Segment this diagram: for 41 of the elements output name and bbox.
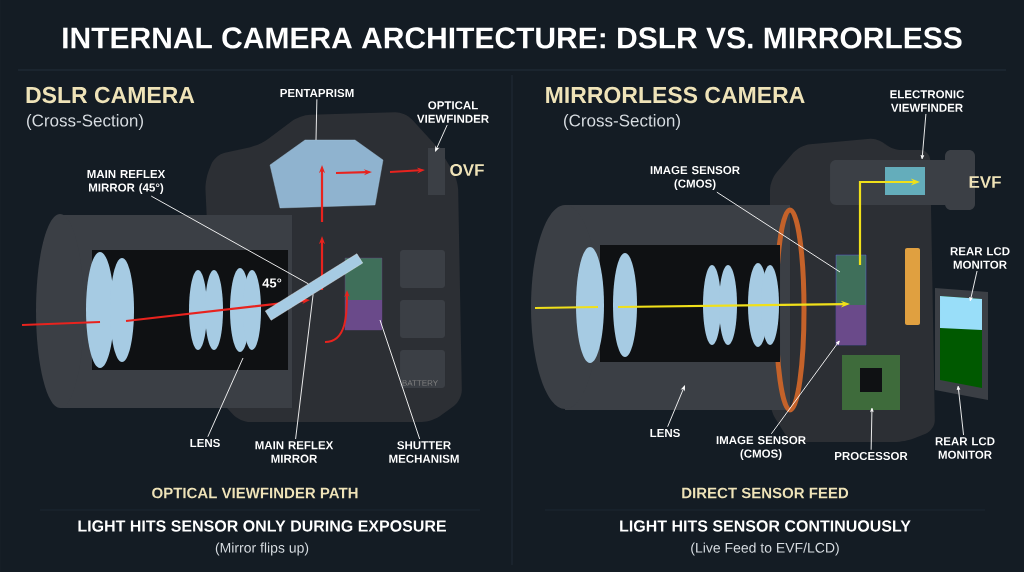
part-label: ELECTRONIC VIEWFINDER xyxy=(890,90,965,112)
part-label: OPTICAL VIEWFINDER xyxy=(417,101,489,123)
part-label: MAIN REFLEX MIRROR xyxy=(255,441,334,463)
subtitle: (Cross-Section) xyxy=(564,114,680,130)
leader-line xyxy=(150,195,309,285)
part-label: SHUTTER MECHANISM xyxy=(389,441,459,463)
subtitle: (Cross-Section) xyxy=(27,114,143,130)
section-heading: DSLR CAMERA xyxy=(26,86,195,104)
part-label: MAIN REFLEX MIRROR (45°) xyxy=(87,170,166,194)
angle-label: 45° xyxy=(261,277,283,289)
part-label: REAR LCD MONITOR xyxy=(950,247,1010,269)
viewfinder-label: OVF xyxy=(450,163,484,176)
part-label: REAR LCD MONITOR xyxy=(935,437,995,459)
part-label: PROCESSOR xyxy=(835,451,908,461)
battery-label: BATTERY xyxy=(402,380,438,386)
leader-line xyxy=(716,191,841,273)
leader-line xyxy=(667,385,685,428)
caption-text: LIGHT HITS SENSOR ONLY DURING EXPOSURE xyxy=(78,520,446,532)
leader-line xyxy=(969,270,978,302)
part-label: IMAGE SENSOR (CMOS) xyxy=(716,436,806,460)
part-label: PENTAPRISM xyxy=(280,88,354,98)
caption-note: (Mirror flips up) xyxy=(215,542,309,556)
part-label: LENS xyxy=(190,438,220,448)
part-label: IMAGE SENSOR (CMOS) xyxy=(650,166,740,190)
section-heading: MIRRORLESS CAMERA xyxy=(546,86,805,104)
part-label: LENS xyxy=(650,428,680,438)
leader-line xyxy=(207,357,244,438)
leader-line xyxy=(435,124,448,152)
caption-note: (Live Feed to EVF/LCD) xyxy=(691,542,839,556)
caption-text: LIGHT HITS SENSOR CONTINUOUSLY xyxy=(620,520,911,532)
viewfinder-label: EVF xyxy=(969,176,1001,188)
caption-heading: OPTICAL VIEWFINDER PATH xyxy=(152,487,358,499)
leader-line xyxy=(315,98,318,141)
leader-line xyxy=(956,385,964,436)
leader-line xyxy=(295,293,314,440)
leader-line xyxy=(379,319,421,440)
leader-line xyxy=(770,340,840,435)
title: INTERNAL CAMERA ARCHITECTURE: DSLR VS. MIRRORLESS xyxy=(63,27,962,49)
leader-line xyxy=(870,407,874,451)
caption-heading: DIRECT SENSOR FEED xyxy=(682,487,849,499)
leader-line xyxy=(920,113,927,160)
